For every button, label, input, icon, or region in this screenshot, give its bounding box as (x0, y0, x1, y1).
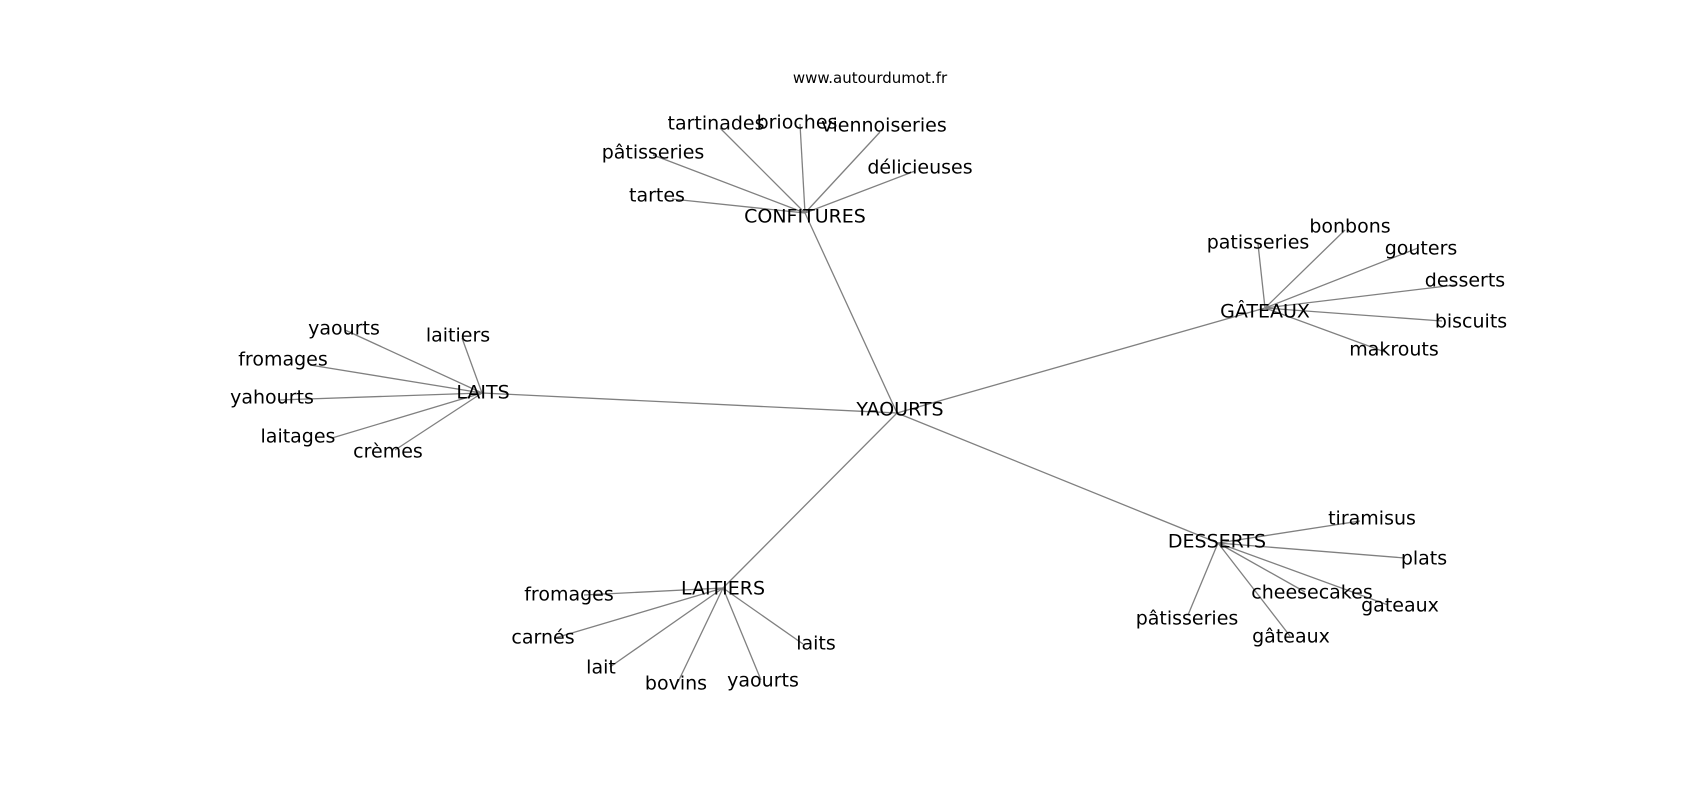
leaf-node-carnes: carnés (511, 627, 574, 649)
edge-laits-to-laitages (331, 392, 483, 439)
leaf-node-tiramisus: tiramisus (1328, 508, 1416, 530)
center-node-label: YAOURTS (855, 399, 943, 421)
hub-node-confitures: CONFITURES (744, 206, 866, 228)
leaf-node-fromages: fromages (524, 584, 614, 606)
leaf-node-plats: plats (1401, 548, 1447, 570)
edge-confitures-to-delicieuses (804, 170, 916, 214)
edge-laits-to-yahourts (277, 392, 483, 401)
watermark-text: www.autourdumot.fr (793, 69, 948, 87)
graph-edges (277, 123, 1456, 683)
edge-gateaux-to-makrouts (1264, 307, 1386, 353)
edge-confitures-to-patisseries (652, 154, 806, 214)
edge-laitiers-to-yaourts (722, 587, 762, 681)
hub-node-laits: LAITS (456, 382, 509, 404)
leaf-node-brioches: brioches (757, 112, 838, 134)
edge-center-to-laits (481, 392, 898, 414)
edge-desserts-to-tiramisus (1217, 520, 1361, 544)
edge-confitures-to-brioches (799, 123, 806, 214)
edge-desserts-to-patisseries (1187, 542, 1219, 616)
edge-gateaux-to-gouters (1264, 247, 1419, 309)
leaf-node-bonbons: bonbons (1309, 216, 1390, 238)
leaf-node-tartes: tartes (629, 185, 685, 207)
leaf-node-fromages: fromages (238, 349, 328, 371)
leaf-node-gateaux: gateaux (1361, 595, 1439, 617)
leaf-node-lait: lait (586, 657, 616, 679)
edge-center-to-confitures (804, 212, 898, 414)
edge-center-to-desserts (896, 412, 1219, 544)
edge-gateaux-to-bonbons (1264, 229, 1346, 309)
edge-confitures-to-viennoiseries (804, 131, 881, 214)
leaf-node-yaourts: yaourts (308, 318, 380, 340)
leaf-node-viennoiseries: viennoiseries (821, 115, 946, 137)
edge-desserts-to-cheesecakes (1217, 542, 1306, 593)
leaf-node-yaourts: yaourts (727, 670, 799, 692)
edge-desserts-to-gateaux (1217, 542, 1389, 606)
graph-labels: YAOURTS CONFITURES tartes pâtisseries tartin… (230, 112, 1507, 695)
hub-node-laitiers: LAITIERS (681, 578, 765, 600)
edge-laitiers-to-lait (609, 587, 724, 668)
leaf-node-delicieuses: délicieuses (867, 157, 972, 179)
edge-center-to-gateaux (896, 307, 1266, 414)
leaf-node-gateaux: gâteaux (1252, 626, 1330, 648)
edge-gateaux-to-patisseries (1257, 243, 1266, 309)
edge-laits-to-laitiers (461, 337, 483, 394)
leaf-node-patisseries: patisseries (1207, 232, 1310, 254)
edge-desserts-to-plats (1217, 542, 1406, 559)
edge-confitures-to-tartinades (719, 127, 806, 214)
edge-laits-to-fromages (309, 364, 483, 394)
leaf-node-cheesecakes: cheesecakes (1251, 582, 1372, 604)
edge-desserts-to-gateaux (1217, 542, 1291, 637)
edge-laitiers-to-laits (722, 587, 804, 645)
edge-laits-to-cremes (394, 392, 483, 451)
leaf-node-cremes: crèmes (353, 441, 423, 463)
edge-laitiers-to-fromages (583, 587, 724, 596)
edge-gateaux-to-desserts (1264, 284, 1456, 309)
leaf-node-desserts: desserts (1425, 270, 1505, 292)
leaf-node-laits: laits (796, 633, 836, 655)
leaf-node-biscuits: biscuits (1435, 311, 1507, 333)
leaf-node-gouters: gouters (1385, 238, 1458, 260)
leaf-node-bovins: bovins (645, 673, 707, 695)
edge-laits-to-yaourts (344, 329, 483, 394)
leaf-node-yahourts: yahourts (230, 387, 314, 409)
edge-laitiers-to-bovins (677, 587, 724, 683)
hub-node-gateaux: GÂTEAUX (1220, 300, 1310, 323)
leaf-node-tartinades: tartinades (668, 113, 765, 135)
leaf-node-makrouts: makrouts (1349, 339, 1439, 361)
leaf-node-laitiers: laitiers (426, 325, 490, 347)
leaf-node-patisseries: pâtisseries (1136, 608, 1239, 630)
edge-confitures-to-tartes (671, 198, 806, 214)
leaf-node-laitages: laitages (261, 426, 336, 448)
hub-node-desserts: DESSERTS (1168, 531, 1266, 553)
edge-laitiers-to-carnes (554, 587, 724, 639)
edge-center-to-laitiers (722, 412, 898, 589)
edge-gateaux-to-biscuits (1264, 307, 1443, 322)
leaf-node-patisseries: pâtisseries (602, 142, 705, 164)
